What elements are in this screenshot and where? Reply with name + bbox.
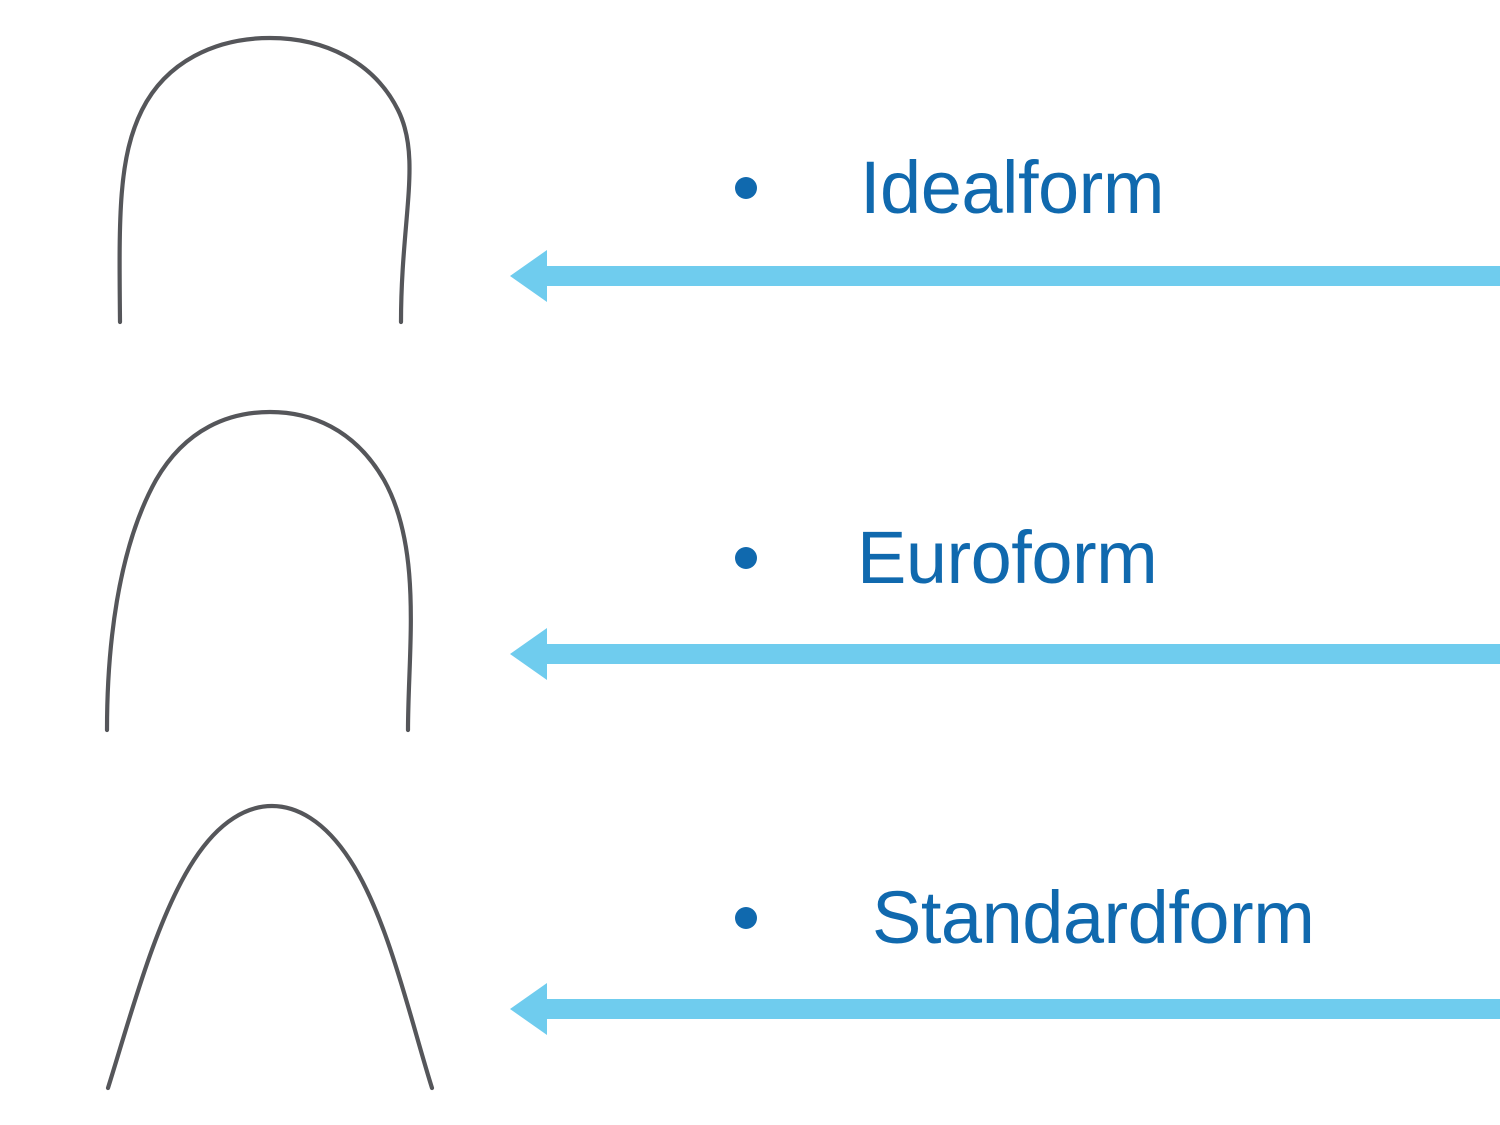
archwire-image-euroform bbox=[60, 400, 480, 745]
bullet-item-standardform: Standardform bbox=[735, 876, 1315, 959]
pointer-arrow-euroform bbox=[510, 628, 1500, 680]
archwire-image-idealform bbox=[60, 18, 480, 338]
bullet-label-standardform: Standardform bbox=[872, 876, 1315, 959]
bullet-item-idealform: Idealform bbox=[735, 148, 1164, 228]
bullet-dot-icon bbox=[735, 547, 757, 569]
left-arrow-icon bbox=[510, 983, 1500, 1035]
left-arrow-icon bbox=[510, 250, 1500, 302]
bullet-item-euroform: Euroform bbox=[735, 516, 1158, 599]
archwire-image-standardform bbox=[60, 788, 480, 1098]
bullet-dot-icon bbox=[735, 907, 757, 929]
bullet-label-euroform: Euroform bbox=[857, 516, 1158, 599]
pointer-arrow-idealform bbox=[510, 250, 1500, 302]
left-arrow-icon bbox=[510, 628, 1500, 680]
bullet-label-idealform: Idealform bbox=[860, 146, 1164, 229]
bullet-dot-icon bbox=[735, 177, 757, 199]
pointer-arrow-standardform bbox=[510, 983, 1500, 1035]
